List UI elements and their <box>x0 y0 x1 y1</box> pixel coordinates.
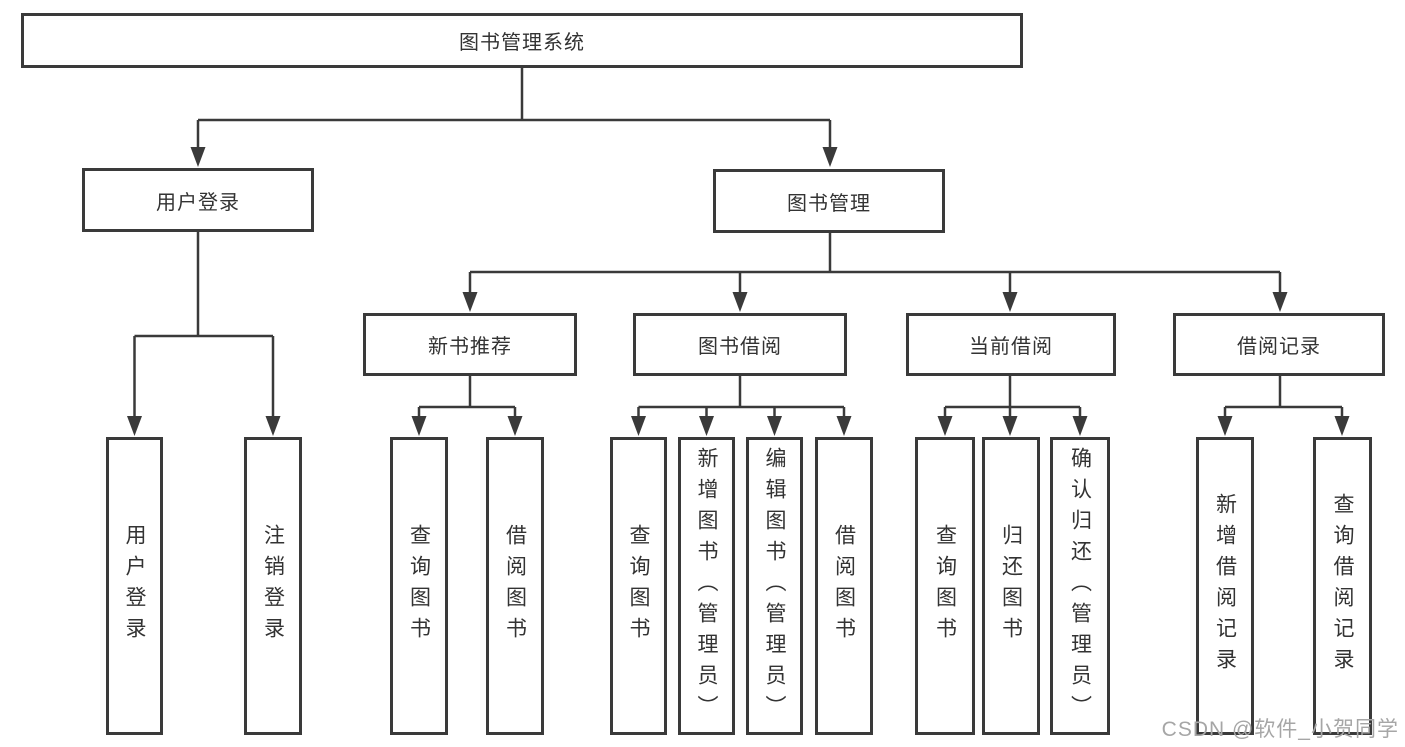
node-book-management: 图书管理 <box>713 169 945 233</box>
leaf-borrow-book: 借阅图书 <box>815 437 873 735</box>
leaf-confirm-return-admin: 确认归还（管理员） <box>1050 437 1110 735</box>
leaf-record-add-label: 新增借阅记录 <box>1213 493 1237 679</box>
watermark: CSDN @软件_小贺同学 <box>1161 718 1399 741</box>
leaf-borrow-add-admin-label: 新增图书（管理员） <box>695 446 718 726</box>
leaf-logout-label: 注销登录 <box>261 524 285 648</box>
leaf-current-query-label: 查询图书 <box>933 524 957 648</box>
leaf-borrow-add-admin: 新增图书（管理员） <box>678 437 735 735</box>
leaf-user-login: 用户登录 <box>106 437 163 735</box>
node-book-management-label: 图书管理 <box>787 192 871 215</box>
node-new-book-recommend: 新书推荐 <box>363 313 577 376</box>
node-user-login: 用户登录 <box>82 168 314 232</box>
leaf-record-query: 查询借阅记录 <box>1313 437 1372 735</box>
node-user-login-label: 用户登录 <box>156 191 240 214</box>
leaf-newbook-borrow: 借阅图书 <box>486 437 544 735</box>
leaf-newbook-borrow-label: 借阅图书 <box>503 524 527 648</box>
node-borrow-record-label: 借阅记录 <box>1237 336 1321 358</box>
node-root-label: 图书管理系统 <box>459 32 585 54</box>
leaf-current-query: 查询图书 <box>915 437 975 735</box>
leaf-record-add: 新增借阅记录 <box>1196 437 1254 735</box>
leaf-user-login-label: 用户登录 <box>123 524 146 648</box>
leaf-logout: 注销登录 <box>244 437 302 735</box>
node-current-borrow-label: 当前借阅 <box>969 336 1053 358</box>
leaf-borrow-edit-admin: 编辑图书（管理员） <box>746 437 803 735</box>
leaf-confirm-return-admin-label: 确认归还（管理员） <box>1068 446 1092 726</box>
leaf-newbook-query-label: 查询图书 <box>407 524 431 648</box>
node-current-borrow: 当前借阅 <box>906 313 1116 376</box>
leaf-borrow-query: 查询图书 <box>610 437 667 735</box>
leaf-borrow-query-label: 查询图书 <box>627 524 650 648</box>
leaf-return-book-label: 归还图书 <box>999 524 1023 648</box>
node-new-book-recommend-label: 新书推荐 <box>428 336 512 358</box>
leaf-borrow-book-label: 借阅图书 <box>832 524 856 648</box>
node-borrow-record: 借阅记录 <box>1173 313 1385 376</box>
node-root: 图书管理系统 <box>21 13 1023 68</box>
node-book-borrow-label: 图书借阅 <box>698 336 782 358</box>
leaf-borrow-edit-admin-label: 编辑图书（管理员） <box>763 446 786 726</box>
leaf-record-query-label: 查询借阅记录 <box>1331 493 1354 679</box>
leaf-return-book: 归还图书 <box>982 437 1040 735</box>
leaf-newbook-query: 查询图书 <box>390 437 448 735</box>
node-book-borrow: 图书借阅 <box>633 313 847 376</box>
